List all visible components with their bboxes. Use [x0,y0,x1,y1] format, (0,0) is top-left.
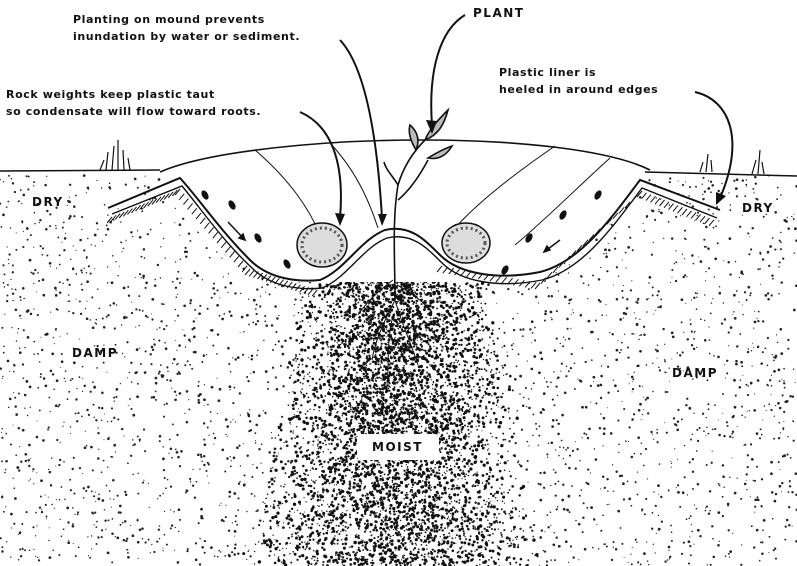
rock-weight-right [442,223,490,263]
annotation-line: heeled in around edges [499,81,658,98]
annotation-line: inundation by water or sediment. [73,28,300,45]
annotation-line: so condensate will flow toward roots. [6,103,261,120]
annotation-liner: Plastic liner is heeled in around edges [499,64,658,98]
annotation-line: Rock weights keep plastic taut [6,86,261,103]
rock-weight-left [297,223,347,267]
ground-line-right [645,172,797,176]
zone-moist: MOIST [372,439,423,456]
zone-dry-right: DRY [742,200,774,217]
zone-damp-right: DAMP [672,365,718,382]
moist-root-zone [242,279,548,566]
ground-line-left [0,170,160,171]
annotation-mound: Planting on mound prevents inundation by… [73,11,300,45]
zone-damp-left: DAMP [72,345,118,362]
annotation-line: Plastic liner is [499,64,658,81]
zone-dry-left: DRY [32,194,64,211]
pit-cavity [160,140,645,282]
annotation-rocks: Rock weights keep plastic taut so conden… [6,86,261,120]
annotation-line: Planting on mound prevents [73,11,300,28]
annotation-plant: PLANT [473,5,524,22]
